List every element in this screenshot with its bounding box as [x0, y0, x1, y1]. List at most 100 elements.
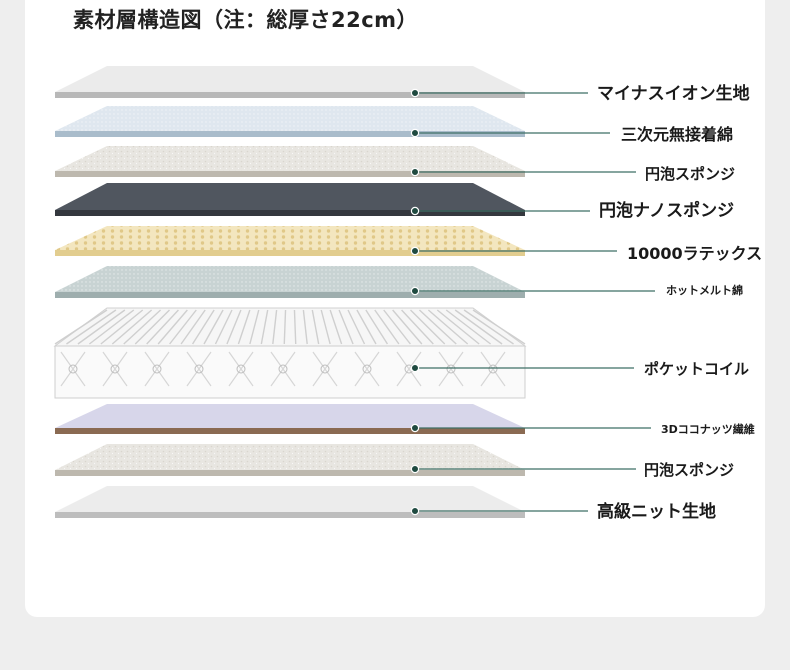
- layer-surface: [55, 404, 525, 428]
- coil-ridge: [54, 309, 108, 345]
- layer-5: [55, 226, 525, 256]
- coil-spring: [396, 351, 422, 387]
- coil-ridge: [302, 309, 308, 345]
- layer-label: ホットメルト綿: [666, 284, 743, 298]
- coil-ridge: [293, 309, 297, 345]
- layer-texture: [55, 106, 525, 131]
- leader-dot: [410, 206, 420, 216]
- coil-ridge: [191, 309, 215, 345]
- coil-spring-center: [320, 364, 330, 374]
- coil-ridge: [237, 309, 251, 345]
- layer-label: ポケットコイル: [644, 360, 750, 378]
- layer-label: 10000ラテックス: [627, 244, 763, 264]
- coil-spring: [354, 351, 380, 387]
- coil-spring: [186, 351, 212, 387]
- coil-ridge: [418, 309, 457, 345]
- layer-surface: [55, 66, 525, 92]
- coil-spring-center: [488, 364, 498, 374]
- coil-spring-center: [236, 364, 246, 374]
- coil-top: [53, 307, 527, 347]
- coil-ridge: [123, 309, 162, 345]
- leader-dot: [410, 128, 420, 138]
- coil-ridge: [410, 309, 446, 345]
- layer-10: [55, 486, 525, 518]
- coil-ridge: [427, 309, 469, 345]
- leader-dot: [410, 464, 420, 474]
- layer-edge: [55, 92, 525, 98]
- leader-dot: [410, 246, 420, 256]
- coil-spring: [480, 351, 506, 387]
- coil-ridge: [347, 309, 366, 345]
- coil-ridge: [100, 309, 144, 345]
- layer-label: 円泡ナノスポンジ: [599, 200, 735, 221]
- leader-dot: [410, 363, 420, 373]
- layer-3: [55, 146, 525, 177]
- coil-ridge: [329, 309, 343, 345]
- layer-label: 三次元無接着綿: [621, 125, 734, 145]
- coil-ridge: [463, 309, 514, 345]
- coil-spring: [60, 351, 86, 387]
- coil-spring-center: [68, 364, 78, 374]
- layer-edge: [55, 470, 525, 476]
- layer-label: 円泡スポンジ: [644, 461, 735, 479]
- leader-dot: [410, 423, 420, 433]
- layer-label: 高級ニット生地: [597, 501, 716, 522]
- coil-ridge: [365, 309, 389, 345]
- layer-2: [55, 106, 525, 137]
- coil-ridge: [260, 309, 269, 345]
- diagram-title: 素材層構造図（注：総厚さ22cm）: [73, 8, 419, 32]
- coil-ridge: [66, 309, 117, 345]
- layer-edge: [55, 210, 525, 216]
- coil-ridge: [338, 309, 354, 345]
- layer-9: [55, 444, 525, 476]
- coil-spring-center: [152, 364, 162, 374]
- coil-ridge: [320, 309, 331, 345]
- layer-1: [55, 66, 525, 98]
- coil-ridge: [356, 309, 377, 345]
- coil-ridge: [146, 309, 179, 345]
- coil-front: [54, 345, 526, 399]
- coil-spring-center: [362, 364, 372, 374]
- coil-ridge: [445, 309, 492, 345]
- coil-spring: [102, 351, 128, 387]
- coil-ridge: [214, 309, 233, 345]
- leader-dot: [410, 286, 420, 296]
- coil-spring: [144, 351, 170, 387]
- coil-spring: [438, 351, 464, 387]
- coil-ridge: [392, 309, 423, 345]
- coil-ridge: [157, 309, 188, 345]
- coil-ridge: [436, 309, 480, 345]
- coil-ridge: [111, 309, 153, 345]
- coil-ridge: [77, 309, 126, 345]
- layer-texture: [55, 266, 525, 292]
- coil-spring-center: [194, 364, 204, 374]
- layer-8: [55, 404, 525, 434]
- coil-ridge: [401, 309, 434, 345]
- coil-ridge: [311, 309, 320, 345]
- leader-dot: [410, 506, 420, 516]
- layer-7: [53, 307, 527, 399]
- layer-edge: [55, 171, 525, 177]
- coil-ridge: [454, 309, 503, 345]
- coil-spring-center: [110, 364, 120, 374]
- coil-ridge: [249, 309, 260, 345]
- coil-ridge: [88, 309, 135, 345]
- layer-edge: [55, 250, 525, 256]
- coil-ridge: [169, 309, 197, 345]
- coil-ridge: [383, 309, 411, 345]
- layer-texture: [55, 226, 525, 250]
- layer-edge: [55, 131, 525, 137]
- layer-label: 円泡スポンジ: [645, 165, 736, 183]
- coil-ridge: [180, 309, 206, 345]
- layer-6: [55, 266, 525, 298]
- layer-edge: [55, 292, 525, 298]
- coil-ridge: [203, 309, 224, 345]
- layer-surface: [55, 486, 525, 512]
- coil-ridge: [134, 309, 170, 345]
- coil-spring: [270, 351, 296, 387]
- layer-edge: [55, 512, 525, 518]
- layer-surface: [55, 183, 525, 210]
- coil-spring-center: [278, 364, 288, 374]
- coil-ridge: [272, 309, 278, 345]
